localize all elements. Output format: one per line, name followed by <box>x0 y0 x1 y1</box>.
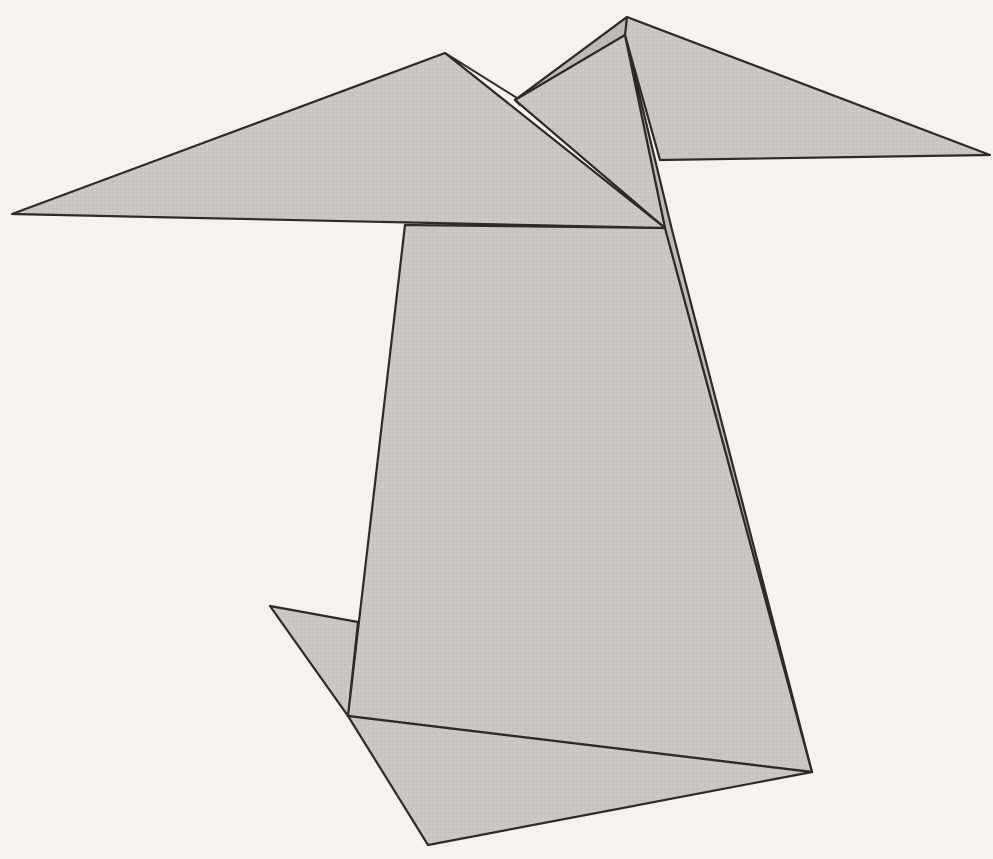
left-foot-fold <box>270 606 358 716</box>
